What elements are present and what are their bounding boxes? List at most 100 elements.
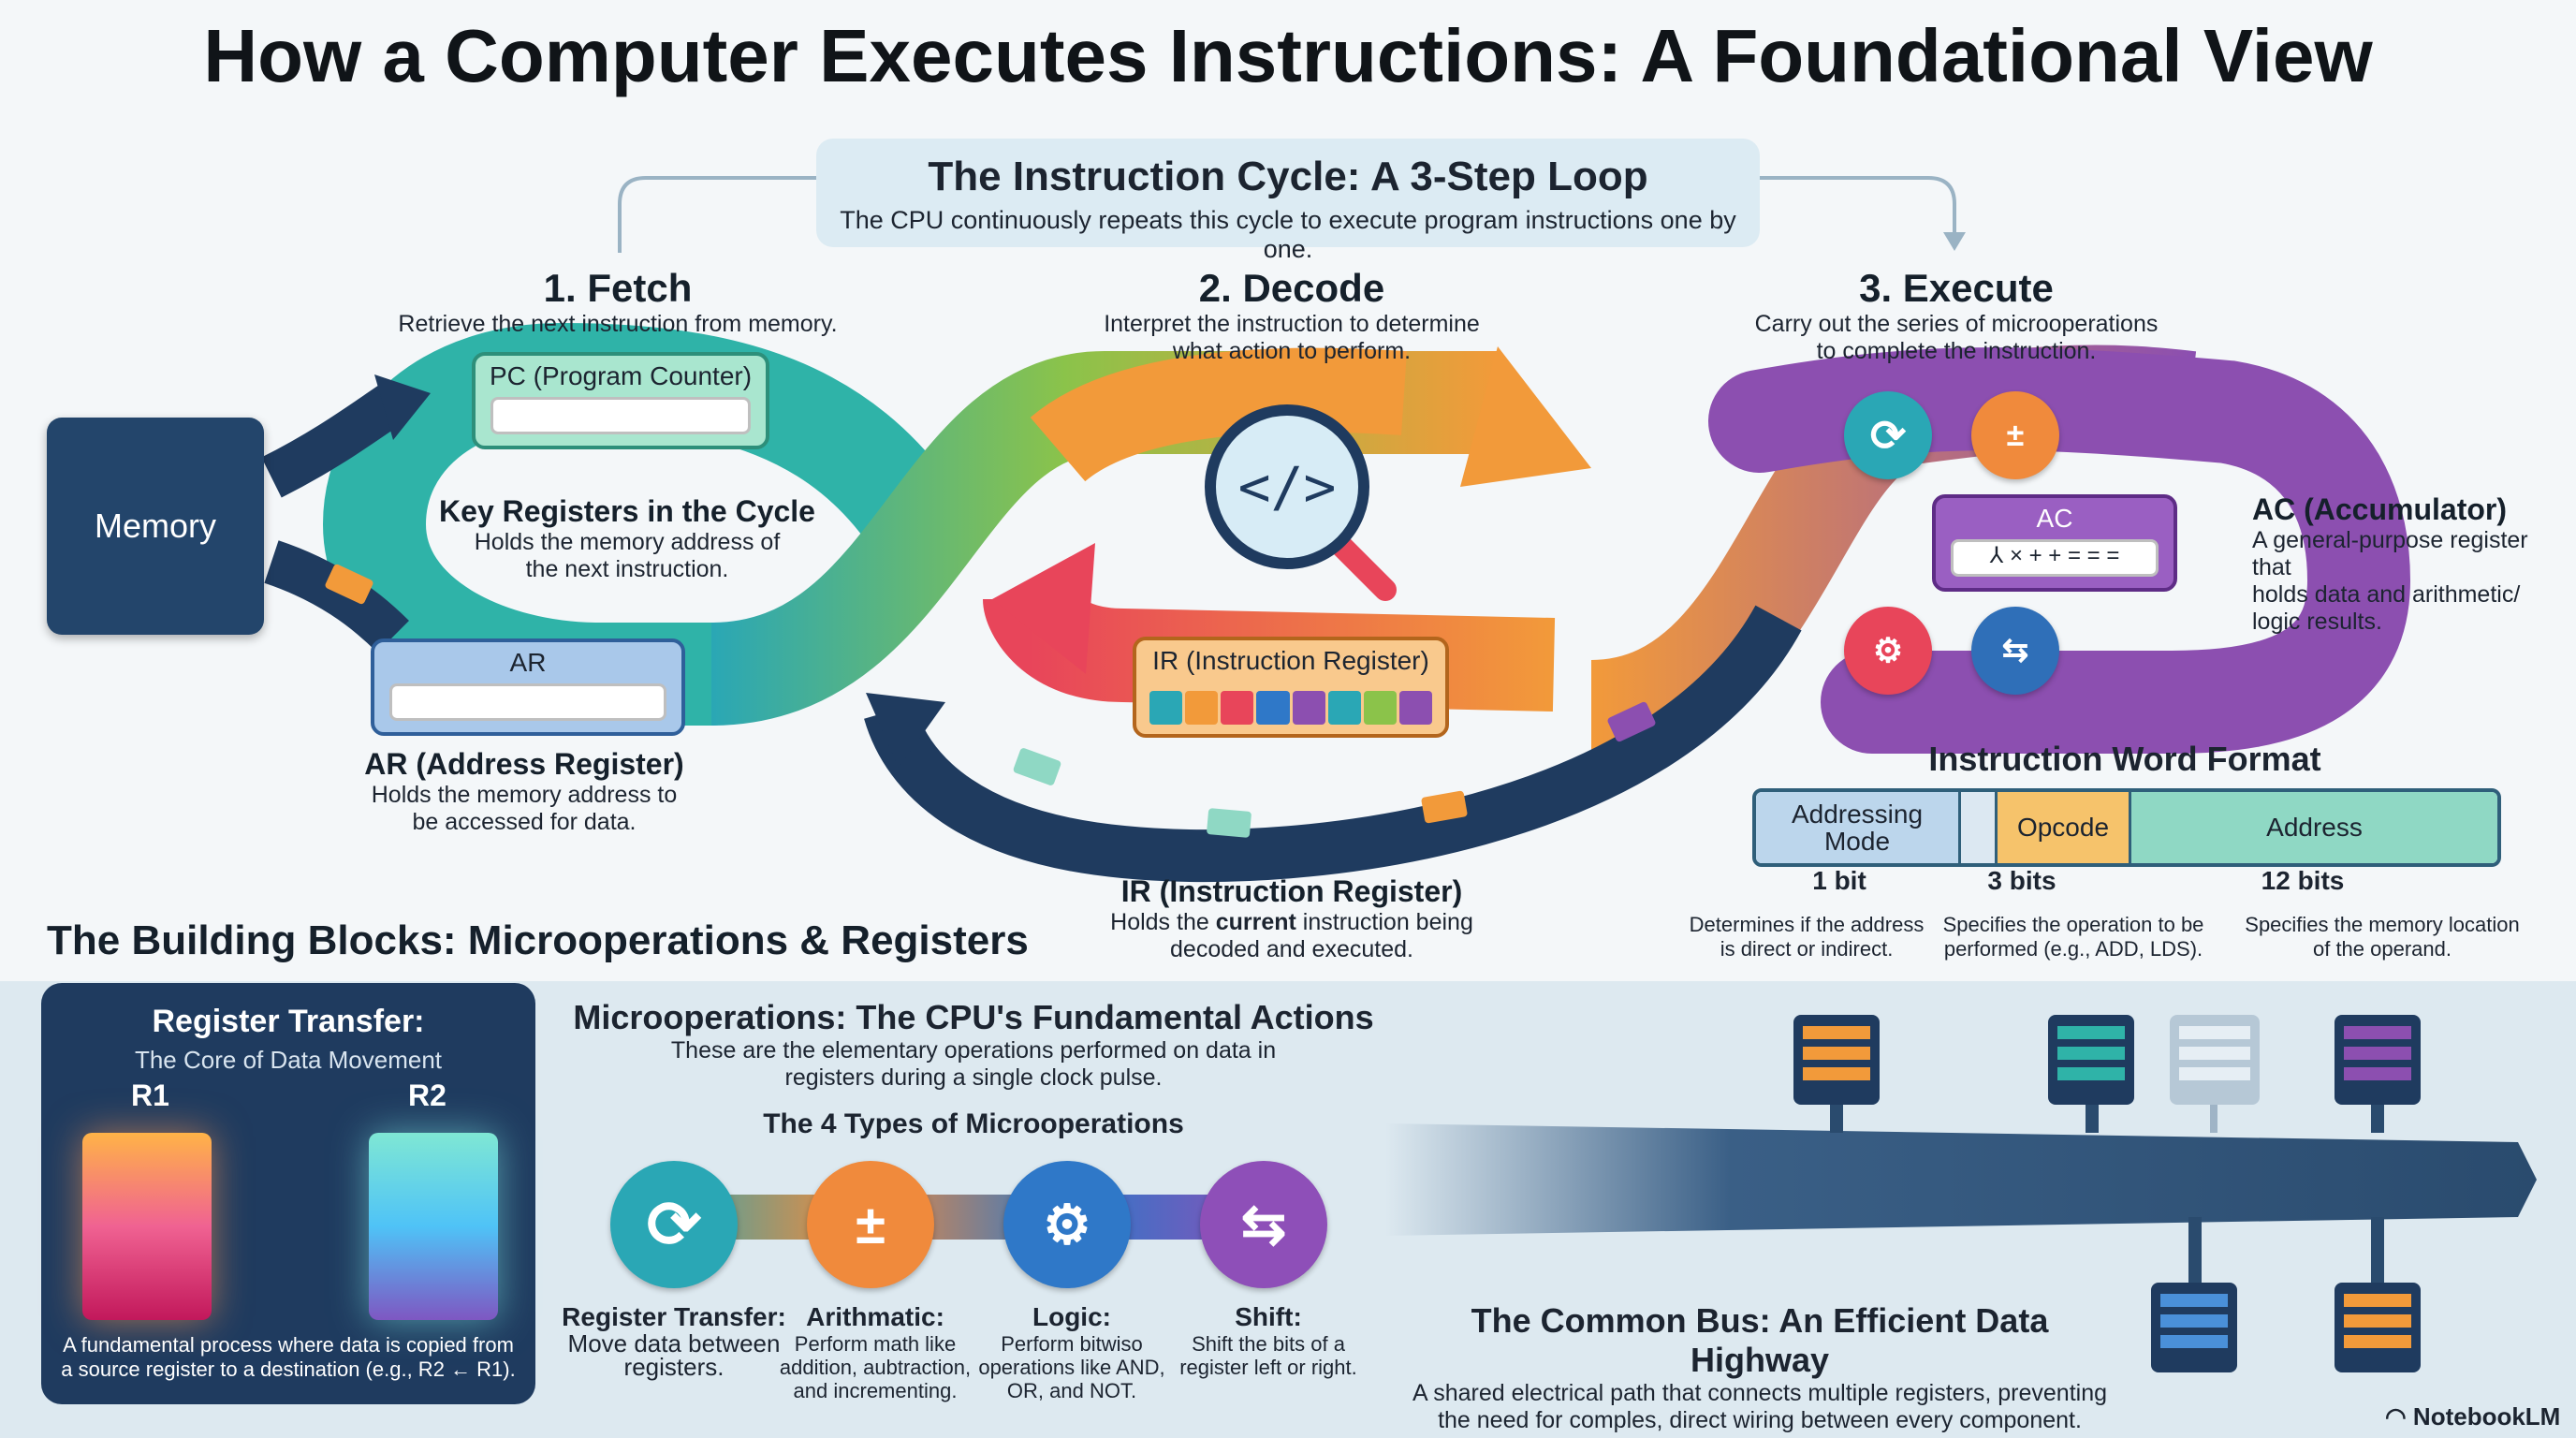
iwf-title: Instruction Word Format	[1928, 740, 2321, 778]
bus-desc-1: A shared electrical path that connects m…	[1412, 1380, 2108, 1406]
cycle-title: The Instruction Cycle: A 3-Step Loop	[928, 154, 1648, 199]
fetch-loop	[322, 322, 969, 726]
memory-block: Memory	[47, 418, 264, 635]
memory-label: Memory	[94, 506, 216, 545]
cycle-bracket-left	[618, 176, 816, 253]
bus-desc-2: the need for comples, direct wiring betw…	[1438, 1407, 2082, 1433]
brand-text: NotebookLM	[2412, 1402, 2561, 1431]
ar-description: AR (Address Register) Holds the memory a…	[318, 747, 730, 836]
gear-logic-icon: ⚙	[1003, 1161, 1131, 1288]
r1-label: R1	[131, 1078, 169, 1112]
ac-label: AC	[2036, 504, 2073, 533]
memory-out-arrow	[261, 384, 406, 498]
ac-description: AC (Accumulator) A general-purpose regis…	[2252, 492, 2570, 636]
microops-types-title: The 4 Types of Microoperations	[763, 1108, 1184, 1139]
fetch-step: 1. Fetch Retrieve the next instruction f…	[356, 266, 880, 338]
fetch-title: 1. Fetch	[543, 266, 693, 310]
bus-register-purple	[2334, 1015, 2421, 1105]
rt-desc: A fundamental process where data is copi…	[61, 1333, 516, 1381]
pc-label: PC (Program Counter)	[489, 361, 753, 390]
field-addressing-mode: Addressing Mode	[1756, 792, 1961, 863]
common-bus-diagram	[1385, 1015, 2537, 1372]
ir-desc-1: Holds the current instruction being	[1110, 909, 1473, 935]
r1-cube	[82, 1133, 212, 1320]
fetch-desc: Retrieve the next instruction from memor…	[398, 311, 838, 337]
microops-desc-2: registers during a single clock pulse.	[784, 1064, 1163, 1091]
ac-value: ⅄ × + + = = =	[1951, 539, 2159, 577]
bus-register-blue	[2151, 1283, 2237, 1372]
ir-label: IR (Instruction Register)	[1152, 646, 1429, 675]
bus-title: The Common Bus: An Efficient Data Highwa…	[1471, 1301, 2049, 1379]
logic-gates-icon: ⚙	[1844, 607, 1932, 695]
building-blocks-title: The Building Blocks: Microoperations & R…	[47, 917, 1029, 963]
rt-title: Register Transfer:	[152, 1004, 425, 1039]
ac-title: AC (Accumulator)	[2252, 492, 2508, 526]
bits-address: 12 bits	[2261, 866, 2345, 895]
ir-register: IR (Instruction Register)	[1133, 637, 1449, 738]
data-packet	[325, 564, 373, 605]
page-title: How a Computer Executes Instructions: A …	[203, 14, 2373, 97]
ir-bits	[1149, 691, 1432, 725]
field-opcode: Opcode	[1998, 792, 2131, 863]
ar-label: AR	[509, 648, 547, 677]
ar-desc-1: Holds the memory address to	[371, 782, 678, 808]
data-packet	[1607, 701, 1656, 742]
execute-desc-2: to complete the instruction.	[1816, 338, 2097, 364]
bus-section: The Common Bus: An Efficient Data Highwa…	[1404, 1301, 2115, 1434]
key-registers-title: Key Registers in the Cycle	[439, 494, 815, 528]
refresh-icon: ⟳	[1844, 391, 1932, 479]
bits-opcode: 3 bits	[1987, 866, 2056, 895]
execute-loop	[1708, 347, 2411, 754]
microops-desc-1: These are the elementary operations perf…	[670, 1037, 1277, 1064]
ac-register: AC ⅄ × + + = = =	[1932, 494, 2177, 592]
rt-subtitle: The Core of Data Movement	[134, 1046, 443, 1074]
magnifier-code-icon: </>	[1205, 404, 1397, 601]
key-registers: Key Registers in the Cycle Holds the mem…	[412, 494, 842, 583]
shift-icon: ⇆	[1971, 607, 2059, 695]
ar-value-slot	[389, 683, 666, 721]
bits-addressing: 1 bit	[1812, 866, 1866, 895]
key-registers-desc-1: Holds the memory address of	[474, 529, 781, 555]
data-packet	[1207, 808, 1251, 838]
memory-in-arrow	[264, 540, 409, 653]
bus-register-faded	[2170, 1015, 2260, 1105]
execute-desc-1: Carry out the series of microoperations	[1754, 311, 2159, 337]
refresh-icon: ⟳	[610, 1161, 738, 1288]
navy-return-arc	[864, 605, 1802, 883]
ac-desc-2: holds data and arithmetic/	[2252, 581, 2521, 608]
bus-register-teal	[2048, 1015, 2134, 1105]
data-packet	[1421, 790, 1468, 824]
plus-minus-icon: ±	[807, 1161, 934, 1288]
bus-register-orange	[1793, 1015, 1880, 1105]
register-transfer-card: Register Transfer: The Core of Data Move…	[41, 983, 535, 1404]
shift-arrows-icon: ⇆	[1200, 1161, 1327, 1288]
bus-arrow	[1385, 1123, 2537, 1236]
brand-logo: ◠ NotebookLM	[2385, 1402, 2560, 1431]
execute-step: 3. Execute Carry out the series of micro…	[1685, 266, 2228, 365]
decode-desc-1: Interpret the instruction to determine	[1104, 311, 1480, 337]
ar-register: AR	[371, 638, 685, 736]
field-gap	[1961, 792, 1998, 863]
bus-register-orange-2	[2334, 1283, 2421, 1372]
pc-register: PC (Program Counter)	[472, 352, 769, 449]
decode-title: 2. Decode	[1198, 266, 1385, 310]
microops-title: Microoperations: The CPU's Fundamental A…	[573, 998, 1374, 1036]
ir-description: IR (Instruction Register) Holds the curr…	[1048, 874, 1535, 963]
microops-section: Microoperations: The CPU's Fundamental A…	[562, 998, 1385, 1140]
execute-title: 3. Execute	[1859, 266, 2054, 310]
ir-title: IR (Instruction Register)	[1120, 874, 1463, 908]
r2-label: R2	[408, 1078, 446, 1112]
ar-desc-2: be accessed for data.	[412, 809, 637, 835]
ar-title: AR (Address Register)	[364, 747, 684, 781]
data-packet	[1013, 748, 1061, 785]
notebooklm-icon: ◠	[2385, 1402, 2413, 1431]
ir-desc-2: decoded and executed.	[1170, 936, 1413, 962]
decode-desc-2: what action to perform.	[1172, 338, 1412, 364]
field-address: Address	[2131, 792, 2497, 863]
ac-desc-3: logic results.	[2252, 609, 2382, 635]
